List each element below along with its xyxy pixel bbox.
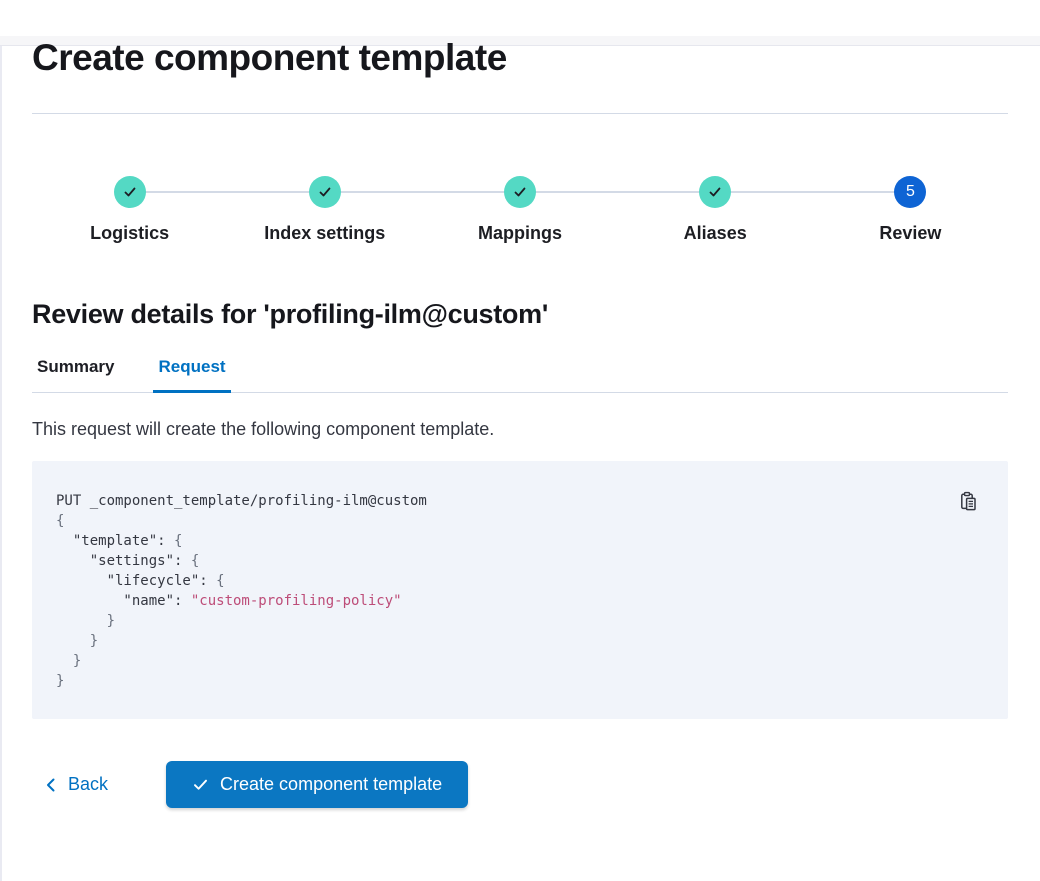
code-line: } xyxy=(56,673,65,689)
chevron-left-icon xyxy=(47,778,55,791)
step-aliases[interactable]: Aliases xyxy=(618,176,813,244)
step-logistics[interactable]: Logistics xyxy=(32,176,227,244)
step-mappings[interactable]: Mappings xyxy=(422,176,617,244)
tab-request[interactable]: Request xyxy=(153,357,231,393)
code-line: PUT _component_template/profiling-ilm@cu… xyxy=(56,493,427,509)
title-divider xyxy=(32,113,1008,114)
check-icon xyxy=(319,187,331,197)
back-button[interactable]: Back xyxy=(44,774,108,795)
check-icon xyxy=(124,187,135,197)
step-label: Aliases xyxy=(683,223,747,243)
step-index-settings[interactable]: Index settings xyxy=(227,176,422,244)
code-line: { xyxy=(56,513,65,529)
create-component-template-button[interactable]: Create component template xyxy=(166,761,469,808)
review-heading: Review details for 'profiling-ilm@custom… xyxy=(32,299,548,329)
code-line: "template": { xyxy=(56,533,183,549)
copy-clipboard-icon xyxy=(961,491,976,511)
code-line: "name": "custom-profiling-policy" xyxy=(56,593,402,609)
page-title: Create component template xyxy=(32,37,507,78)
create-component-template-page: Create component template Logistics Inde… xyxy=(0,36,1040,808)
step-label: Review xyxy=(879,223,942,243)
window-top-edge xyxy=(0,36,1040,46)
step-label: Logistics xyxy=(90,223,170,243)
footer-actions: Back Create component template xyxy=(32,761,1008,808)
step-label: Index settings xyxy=(264,223,386,243)
request-description: This request will create the following c… xyxy=(32,419,495,439)
step-number: 5 xyxy=(905,183,915,200)
check-icon xyxy=(514,187,526,197)
code-line: "lifecycle": { xyxy=(56,573,225,589)
step-complete-circle[interactable] xyxy=(113,176,146,208)
code-content: PUT _component_template/profiling-ilm@cu… xyxy=(56,491,984,691)
step-current-circle[interactable]: 5 xyxy=(894,176,927,208)
code-line: } xyxy=(56,633,99,649)
step-complete-circle[interactable] xyxy=(503,176,536,208)
step-label: Mappings xyxy=(477,223,562,243)
code-line: } xyxy=(56,613,116,629)
tab-summary[interactable]: Summary xyxy=(37,357,115,376)
code-line: "settings": { xyxy=(56,553,200,569)
step-complete-circle[interactable] xyxy=(308,176,341,208)
request-code-block: PUT _component_template/profiling-ilm@cu… xyxy=(32,461,1008,719)
step-review[interactable]: 5 Review xyxy=(813,176,1008,244)
window-left-edge xyxy=(0,46,2,881)
wizard-stepper: Logistics Index settings Mappings Aliase… xyxy=(32,176,1008,244)
check-icon xyxy=(709,187,721,197)
back-button-label: Back xyxy=(68,774,109,794)
check-icon xyxy=(194,779,208,790)
code-line: } xyxy=(56,653,82,669)
review-tabs: Summary Request xyxy=(32,357,1008,393)
copy-to-clipboard-button[interactable] xyxy=(957,489,980,514)
step-complete-circle[interactable] xyxy=(699,176,732,208)
create-component-template-label: Create component template xyxy=(220,774,443,794)
